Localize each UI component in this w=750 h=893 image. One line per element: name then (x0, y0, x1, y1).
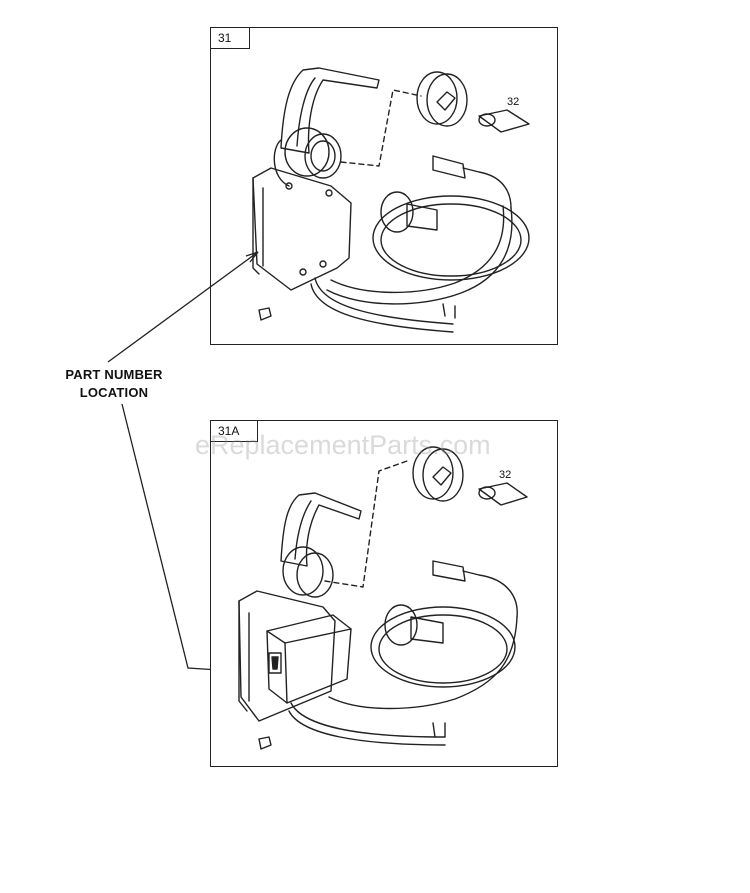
part-label-32: 32 (507, 96, 520, 108)
diagram-panel-31a: 31A 32 (210, 420, 558, 767)
panel-tag: 31 (211, 28, 251, 49)
diagram-panel-31: 31 32 (210, 27, 558, 345)
watermark-text: eReplacementParts.com (195, 430, 491, 460)
switch-assembly-drawing (252, 67, 530, 333)
callout-line-1: PART NUMBER (65, 367, 163, 382)
leader-line-top (107, 251, 259, 363)
part-number-location-callout: PART NUMBER LOCATION (34, 366, 194, 402)
panel-tag: 31A (211, 421, 259, 442)
callout-line-2: LOCATION (79, 385, 149, 400)
part-label-32: 32 (499, 469, 512, 481)
switch-assembly-drawing (238, 446, 528, 750)
